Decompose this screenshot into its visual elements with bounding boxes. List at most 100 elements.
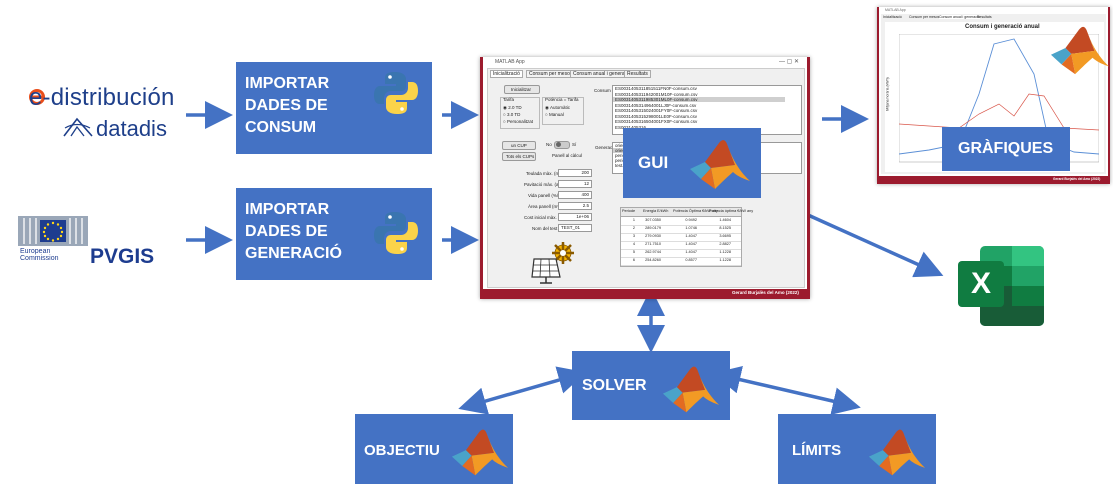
consum-file-list[interactable]: ES0031405311851511FN0F-consum.csv ES0031… bbox=[612, 85, 802, 135]
results-table: Periode Energia E/kWh Potència Òptima €/… bbox=[620, 207, 753, 267]
consumption-line bbox=[899, 93, 1099, 131]
param-field[interactable]: 2.5 bbox=[558, 202, 592, 210]
tab-resultats[interactable]: Resultats bbox=[624, 70, 651, 78]
grafiques-box: GRÀFIQUES bbox=[942, 127, 1070, 171]
list-item[interactable]: ES0031405315024001FY0F-consum.csv bbox=[615, 108, 698, 113]
objectiu-box: OBJECTIU bbox=[355, 414, 513, 484]
matlab-app-window: MATLAB App — ▢ ✕ Inicialització Consum p… bbox=[480, 57, 810, 299]
tab-inicialitzacio[interactable]: Inicialització bbox=[490, 70, 523, 78]
param-field[interactable]: 1e+06 bbox=[558, 213, 592, 221]
param-label: Vida panell (%/y) bbox=[528, 193, 562, 198]
matlab-logo-icon bbox=[451, 429, 509, 476]
ec-building-icon bbox=[18, 216, 88, 246]
table-cell: 2.8827 bbox=[719, 242, 731, 246]
gui-box: GUI bbox=[623, 128, 761, 198]
table-header: Energia E/kWh bbox=[643, 209, 669, 213]
tarifa-option[interactable]: ◉ 2.0 TD bbox=[503, 105, 522, 110]
european-commission-logo: European Commission bbox=[18, 210, 88, 264]
table-cell: 1.4047 bbox=[685, 242, 697, 246]
window-controls: — ▢ ✕ bbox=[779, 59, 800, 65]
inicialitzar-label: Inicialitzar bbox=[511, 87, 532, 92]
table-cell: 1.1228 bbox=[719, 258, 731, 262]
list-item[interactable]: ES0031405314964001LJ0F-consum.csv bbox=[615, 102, 697, 108]
list-item[interactable]: ES0031405316504001FX0F-consum.csv bbox=[615, 119, 698, 124]
table-cell: 1.4047 bbox=[685, 250, 697, 254]
table-cell: 6 bbox=[632, 258, 635, 262]
chart-footer: Gerard Burjalès del Amo (2022) bbox=[1053, 177, 1101, 181]
list-item[interactable]: ES0031405311851511FN0F-consum.csv bbox=[615, 86, 697, 91]
list-item-selected[interactable]: ES0031405311985301ML0F-consum.csv bbox=[613, 97, 785, 102]
arrow-gui-to-excel bbox=[807, 213, 944, 278]
tarifa-option[interactable]: ○ Personalitzat bbox=[503, 119, 533, 124]
param-field[interactable]: TEST_01 bbox=[558, 224, 592, 232]
param-field[interactable]: 12 bbox=[558, 180, 592, 188]
edistribucion-e-icon bbox=[29, 89, 45, 105]
matlab-logo-icon bbox=[868, 429, 926, 476]
param-value: 1e+06 bbox=[576, 214, 589, 219]
potencia-option[interactable]: ○ Manual bbox=[545, 112, 564, 117]
un-cup-button[interactable]: un CUP bbox=[502, 141, 536, 150]
table-cell: 1.4604 bbox=[719, 218, 731, 222]
chart-tab[interactable]: Consum anual i generació bbox=[939, 15, 980, 19]
param-label: Nom del test bbox=[532, 226, 558, 231]
chart-window-title: MATLAB App bbox=[885, 8, 906, 12]
arrow-solver-limits bbox=[712, 365, 861, 415]
table-cell: 0.9492 bbox=[685, 218, 697, 222]
grafiques-label: GRÀFIQUES bbox=[958, 140, 1054, 157]
table-header: Periode bbox=[622, 209, 636, 213]
potencia-option[interactable]: ◉ Automàtic bbox=[545, 105, 570, 110]
table-cell: 4 bbox=[632, 242, 635, 246]
param-label: Pavitació màx. (anys) bbox=[524, 182, 568, 187]
tarifa-option[interactable]: ○ 3.0 TD bbox=[503, 112, 521, 117]
importar-consum-label: IMPORTAR DADES DE CONSUM bbox=[245, 75, 330, 136]
tots-cups-label: Tots els CUPs bbox=[506, 154, 535, 159]
inicialitzar-button[interactable]: Inicialitzar bbox=[504, 85, 540, 94]
chart-tab[interactable]: Consum per mesos bbox=[909, 15, 940, 19]
python-logo-icon bbox=[374, 212, 418, 254]
param-field[interactable]: 200 bbox=[558, 169, 592, 177]
param-label: Teulada màx. (m^2) bbox=[526, 171, 566, 176]
switch-no-label: No bbox=[546, 142, 552, 147]
list-item[interactable]: test.csv bbox=[615, 163, 630, 168]
table-header: Potència Òptima €/kW any bbox=[673, 209, 718, 213]
datadis-text: datadis bbox=[96, 116, 167, 141]
param-field[interactable]: 400 bbox=[558, 191, 592, 199]
table-cell: 271.7510 bbox=[645, 242, 661, 246]
table-cell: 1 bbox=[632, 218, 635, 222]
importar-generacio-box: IMPORTAR DADES DE GENERACIÓ bbox=[236, 188, 432, 280]
gui-label: GUI bbox=[638, 153, 669, 172]
tots-cups-button[interactable]: Tots els CUPs bbox=[502, 152, 536, 161]
tarifa-group: Tarifa ◉ 2.0 TD ○ 3.0 TD ○ Personalitzat bbox=[500, 97, 540, 129]
param-value: 2.5 bbox=[582, 203, 589, 208]
table-cell: 3.6695 bbox=[719, 234, 731, 238]
table-cell: 8.1525 bbox=[719, 226, 731, 230]
limits-label: LÍMITS bbox=[792, 442, 842, 459]
python-logo-icon bbox=[374, 72, 418, 114]
panel-toggle[interactable] bbox=[554, 141, 570, 149]
datadis-icon bbox=[63, 117, 93, 137]
table-row: 4 271.7510 1.4047 2.8827 bbox=[621, 241, 741, 250]
table-cell: 5 bbox=[632, 250, 635, 254]
chart-tab[interactable]: Inicialització bbox=[883, 15, 902, 19]
chart-title: Consum i generació anual bbox=[965, 24, 1040, 30]
table-header: Potència òptima €/kW any bbox=[709, 209, 754, 213]
list-item[interactable]: ES0031405316... bbox=[615, 124, 650, 130]
table-cell: 262.9744 bbox=[645, 250, 661, 254]
excel-icon: X bbox=[958, 246, 1046, 326]
chart-tab[interactable]: Resultats bbox=[977, 15, 992, 19]
matlab-logo-icon bbox=[1050, 26, 1110, 75]
table-cell: 307.0350 bbox=[645, 218, 661, 222]
table-cell: 0.8577 bbox=[685, 258, 697, 262]
tab-consum-mesos[interactable]: Consum per mesos bbox=[526, 70, 576, 78]
list-item[interactable]: ES0031405315298001LE0F-consum.csv bbox=[615, 113, 698, 119]
table-cell: 2 bbox=[632, 226, 635, 230]
list-item[interactable]: ES0031405311942001M10F-consum.csv bbox=[615, 91, 698, 97]
chart-app-window: MATLAB App Inicialització Consum per mes… bbox=[877, 7, 1110, 184]
un-cup-label: un CUP bbox=[511, 143, 527, 148]
edistribucion-text: e-distribución bbox=[29, 84, 175, 111]
ec-text-line1: European bbox=[20, 248, 51, 255]
switch-si-label: Sí bbox=[572, 142, 577, 147]
